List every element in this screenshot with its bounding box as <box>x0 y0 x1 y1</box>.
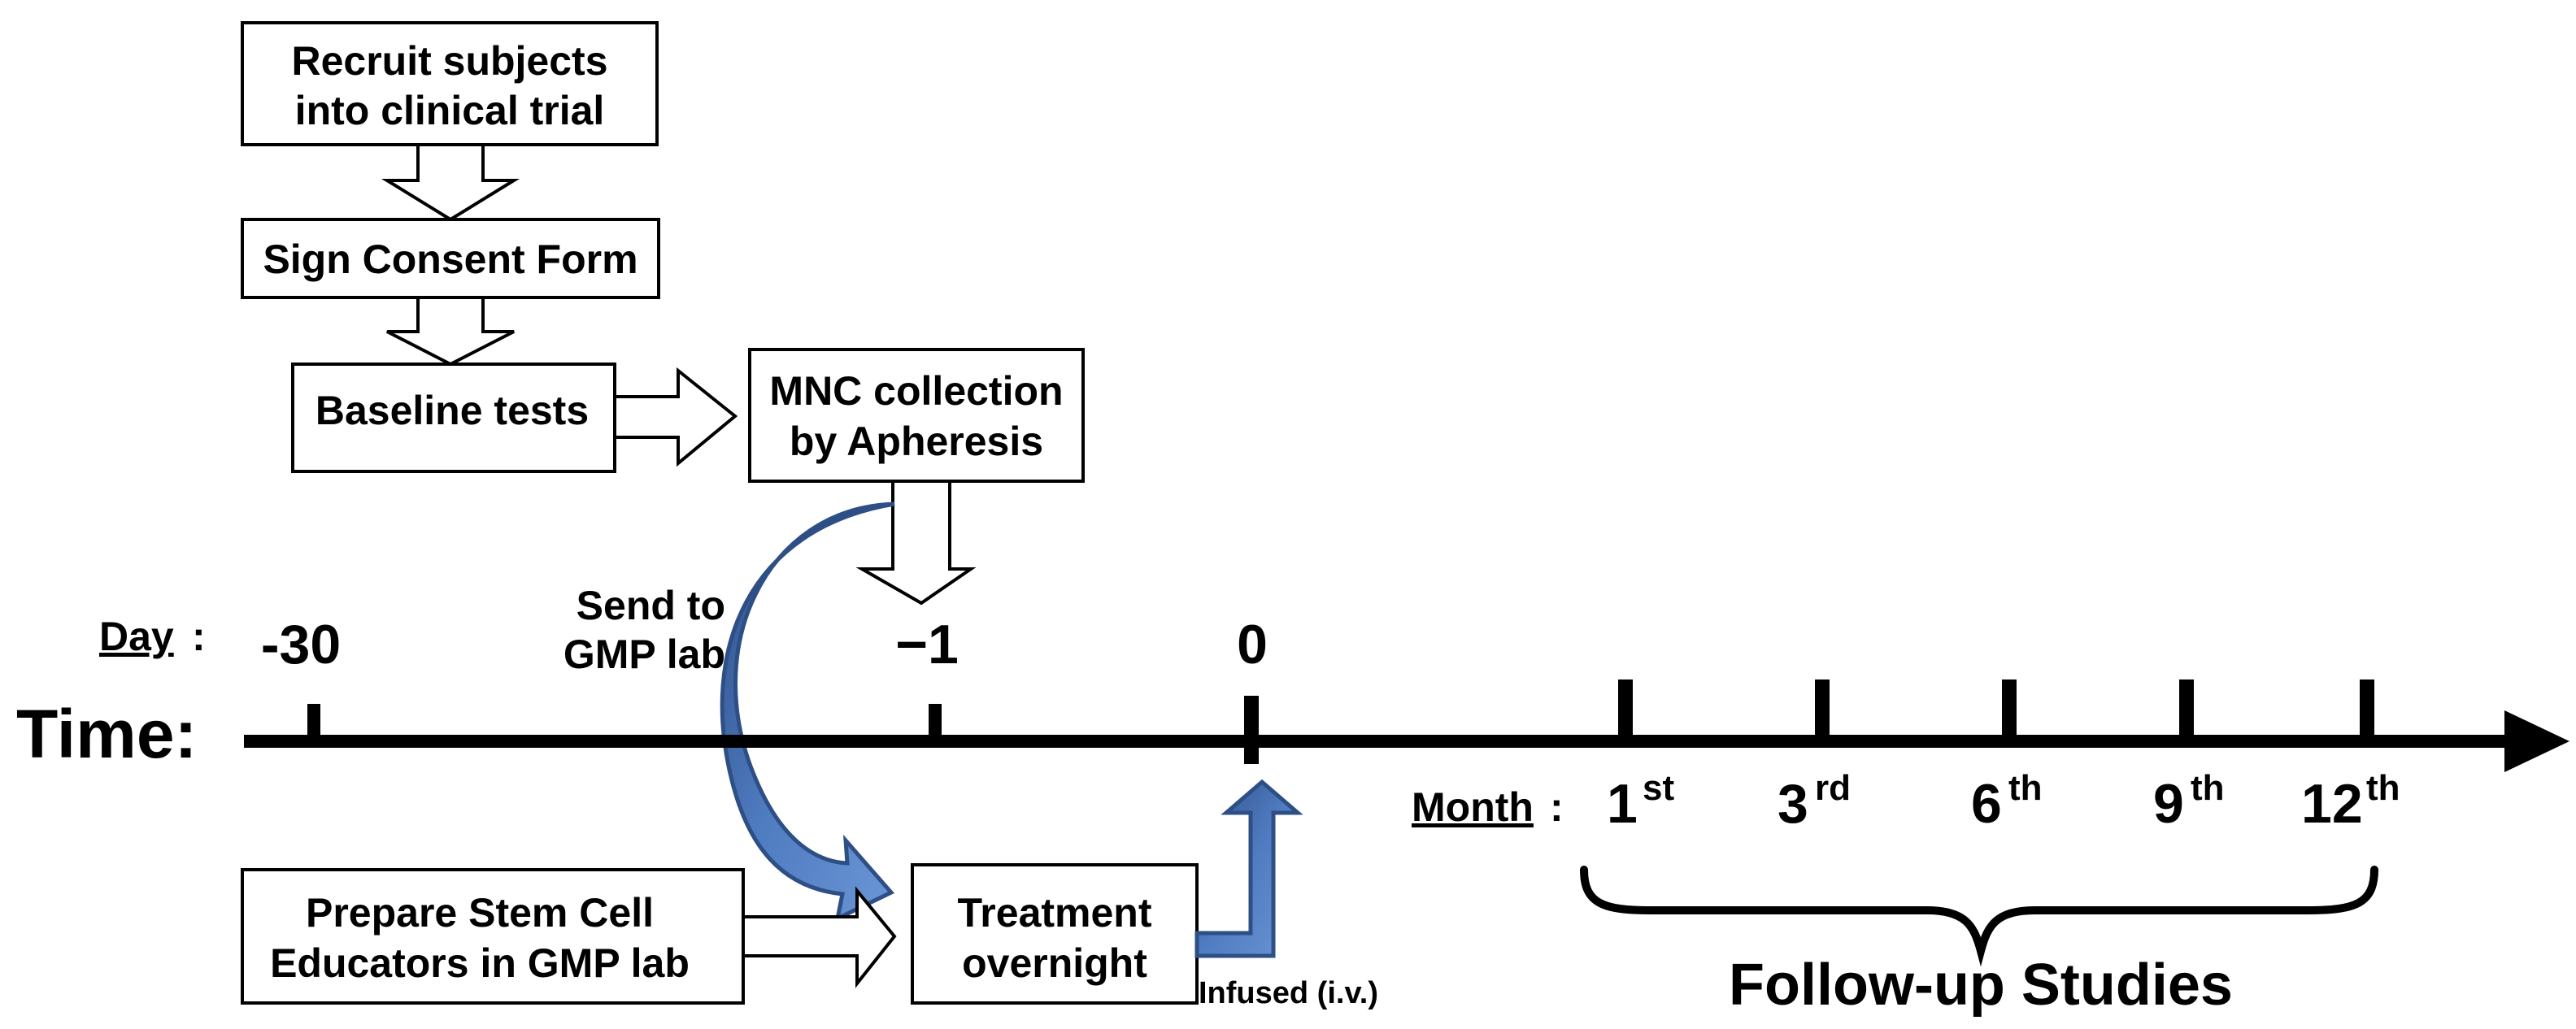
month-value-9: 9 th <box>2153 768 2225 835</box>
time-label: Time: <box>16 696 198 772</box>
month-colon: : <box>1550 784 1564 830</box>
followup-label: Follow-up Studies <box>1729 953 2233 1018</box>
month-tick-3 <box>1815 679 1830 741</box>
month-num: 1 <box>1607 773 1638 835</box>
send-line2: GMP lab <box>564 632 725 677</box>
baseline-box: Baseline tests <box>291 363 616 473</box>
month-tick-9 <box>2179 679 2194 741</box>
month-tick-1 <box>1618 679 1633 741</box>
month-values: 1 st 3 rd 6 th 9 th 12 th <box>1607 768 2400 835</box>
day-value-0: 0 <box>1237 614 1268 675</box>
send-line1: Send to <box>577 583 725 628</box>
mnc-box: MNC collection by Apheresis <box>748 348 1085 483</box>
send-curved-arrow <box>720 501 895 923</box>
down-arrow-recruit-consent <box>381 143 520 222</box>
month-axis-label: Month : <box>1412 784 1564 830</box>
prepare-box: Prepare Stem Cell Educators in GMP lab <box>241 868 745 1005</box>
month-value-6: 6 th <box>1971 768 2043 835</box>
day-colon: : <box>192 614 206 659</box>
day-tick-minus30 <box>307 704 320 736</box>
down-arrow-mnc-timeline <box>855 480 977 606</box>
day-value-minus1: −1 <box>895 614 959 675</box>
right-arrow-prepare-treatment <box>742 886 897 988</box>
day-tick-0 <box>1244 696 1259 764</box>
month-sup: th <box>2366 768 2400 808</box>
month-num: 9 <box>2153 773 2184 835</box>
month-value-1: 1 st <box>1607 768 1674 835</box>
month-tick-6 <box>2002 679 2017 741</box>
timeline-arrowhead <box>2504 710 2569 772</box>
treatment-line1: Treatment <box>958 890 1152 936</box>
month-sup: th <box>2008 768 2043 808</box>
mnc-line1: MNC collection <box>769 368 1063 414</box>
month-num: 6 <box>1971 773 2002 835</box>
recruit-line1: Recruit subjects <box>291 38 607 84</box>
send-to-gmp-label: Send to GMP lab <box>564 583 725 677</box>
month-ticks <box>1618 679 2374 741</box>
day-ticks <box>307 696 1259 764</box>
infuse-elbow-arrow <box>1194 779 1303 958</box>
down-arrow-consent-baseline <box>386 296 515 367</box>
baseline-label: Baseline tests <box>315 388 589 433</box>
month-sup: rd <box>1815 768 1851 808</box>
month-num: 3 <box>1778 773 1808 835</box>
followup-brace <box>1580 866 2378 967</box>
day-axis-label: Day : <box>99 614 206 659</box>
month-value-12: 12 th <box>2301 768 2400 835</box>
month-sup: th <box>2191 768 2225 808</box>
infused-label: Infused (i.v.) <box>1199 976 1378 1010</box>
prepare-line2: Educators in GMP lab <box>270 940 690 986</box>
mnc-line2: by Apheresis <box>790 419 1043 464</box>
day-value-minus30: -30 <box>261 614 341 675</box>
treatment-line2: overnight <box>962 940 1147 986</box>
consent-label: Sign Consent Form <box>263 237 637 282</box>
recruit-line2: into clinical trial <box>295 88 605 133</box>
day-values: -30 −1 0 <box>261 614 1268 675</box>
day-label: Day <box>99 614 174 659</box>
month-label: Month <box>1412 784 1534 830</box>
month-tick-12 <box>2360 679 2374 741</box>
treatment-box: Treatment overnight <box>911 863 1199 1005</box>
month-sup: st <box>1643 768 1674 808</box>
prepare-line1: Prepare Stem Cell <box>306 890 654 936</box>
month-value-3: 3 rd <box>1778 768 1851 835</box>
consent-box: Sign Consent Form <box>241 218 660 299</box>
right-arrow-baseline-mnc <box>613 367 738 467</box>
recruit-box: Recruit subjects into clinical trial <box>241 21 659 146</box>
month-num: 12 <box>2301 773 2363 835</box>
day-tick-minus1 <box>929 704 942 736</box>
